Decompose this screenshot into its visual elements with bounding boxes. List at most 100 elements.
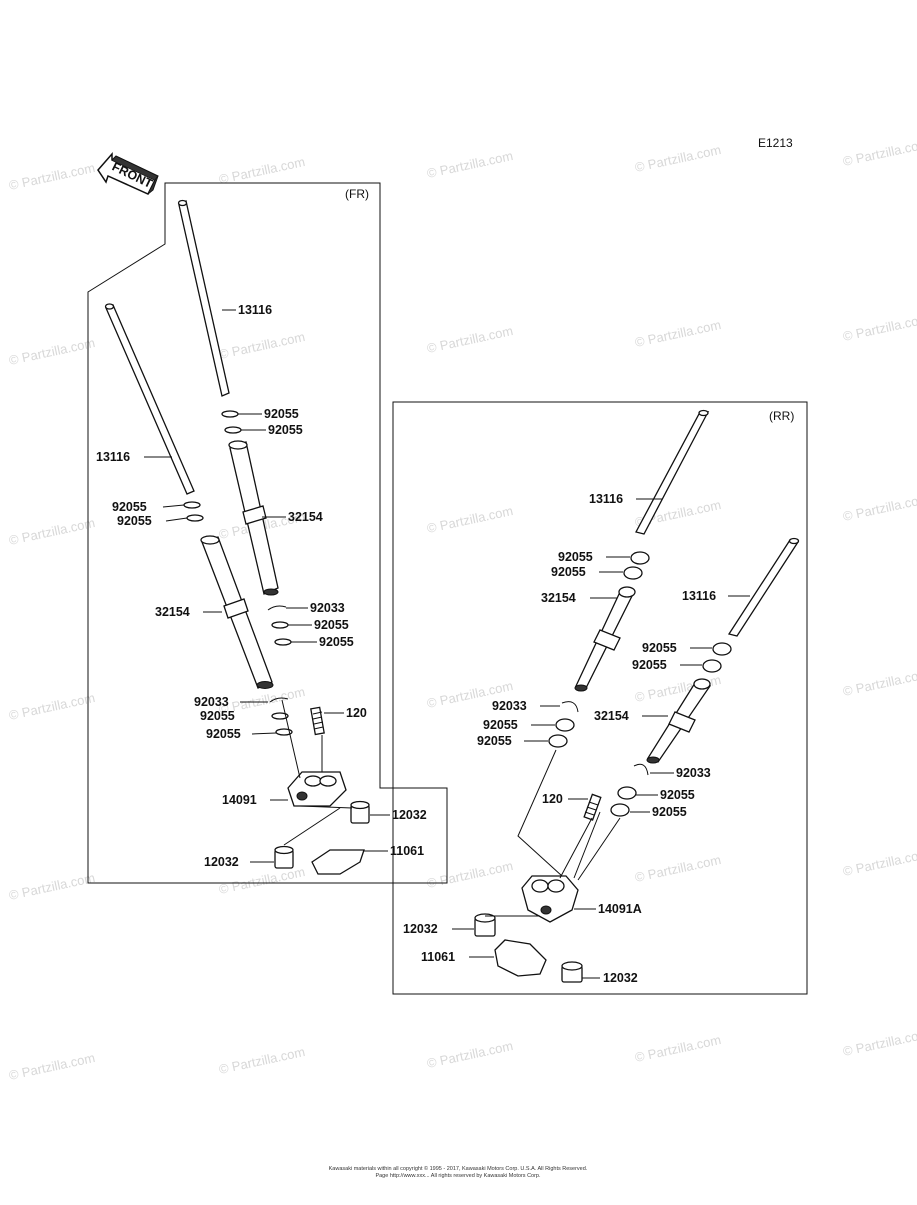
push-rod-13116-fr-a [177,199,230,397]
seal-92055-rr-8 [610,803,630,817]
rr-leader-lines [452,498,750,979]
watermark-text: © Partzilla.com [634,1032,723,1065]
seal-92055-rr-2 [623,566,643,580]
watermark-layer: © Partzilla.com © Partzilla.com © Partzill… [8,136,917,1083]
callout-fr-92033-1: 92033 [310,601,345,615]
front-arrow-icon: FRONT [97,152,159,195]
callout-rr-92055-1: 92055 [558,550,593,564]
fr-callouts: 13116 13116 92055 92055 92055 92055 3215… [96,303,427,869]
callout-rr-92055-2: 92055 [551,565,586,579]
gasket-11061-fr [311,849,365,875]
footer-copyright-line-1: Kawasaki materials within all copyright … [329,1165,588,1172]
callout-fr-92055-4: 92055 [117,514,152,528]
watermark-text: © Partzilla.com [218,1044,307,1077]
callout-rr-12032-a: 12032 [403,922,438,936]
seal-92055-fr-7 [271,712,289,720]
watermark-text: © Partzilla.com [8,870,97,903]
watermark-text: © Partzilla.com [842,1026,917,1059]
fr-section-border [87,182,448,884]
tube-32154-fr-a [228,440,279,596]
callout-rr-13116-b: 13116 [682,589,716,603]
watermark-text: © Partzilla.com [842,491,917,524]
seal-92055-rr-3 [712,642,732,656]
seal-92055-rr-1 [630,551,650,565]
tube-32154-fr-b [200,535,274,689]
watermark-text: © Partzilla.com [426,323,515,356]
callout-fr-13116-a: 13116 [238,303,272,317]
seal-92055-fr-8 [275,728,293,736]
callout-rr-120: 120 [542,792,563,806]
callout-fr-92055-3: 92055 [112,500,147,514]
seal-92055-rr-5 [555,718,575,732]
seal-92055-fr-5 [271,621,289,629]
watermark-text: © Partzilla.com [426,148,515,181]
guide-14091a-rr [521,875,579,923]
watermark-text: © Partzilla.com [634,852,723,885]
watermark-text: © Partzilla.com [218,154,307,187]
callout-fr-12032-a: 12032 [392,808,427,822]
seal-92055-rr-4 [702,659,722,673]
watermark-text: © Partzilla.com [426,858,515,891]
watermark-text: © Partzilla.com [8,515,97,548]
dowel-12032-fr-b [274,845,294,869]
circlip-92033-rr-1 [561,701,579,713]
callout-fr-92055-7: 92055 [200,709,235,723]
dowel-12032-rr-b [561,961,583,983]
callout-fr-92055-5: 92055 [314,618,349,632]
watermark-text: © Partzilla.com [842,136,917,169]
watermark-text: © Partzilla.com [8,690,97,723]
circlip-92033-fr-2 [269,697,289,703]
seal-92055-rr-7 [617,786,637,800]
seal-92055-fr-1 [221,410,239,418]
callout-fr-14091: 14091 [222,793,257,807]
callout-fr-32154-b: 32154 [155,605,190,619]
callout-rr-92055-4: 92055 [632,658,667,672]
bolt-120-rr [583,793,602,821]
callout-fr-92055-8: 92055 [206,727,241,741]
callout-fr-12032-b: 12032 [204,855,239,869]
seal-92055-rr-6 [548,734,568,748]
watermark-text: © Partzilla.com [218,329,307,362]
footer-copyright-line-2: Page http://www.xxx... All rights reserv… [375,1173,541,1179]
fr-leader-lines [144,309,390,863]
callout-fr-13116-b: 13116 [96,450,130,464]
rr-section-label: (RR) [769,409,794,423]
circlip-92033-fr-1 [267,605,287,611]
callout-fr-32154-a: 32154 [288,510,323,524]
dowel-12032-rr-a [474,913,496,937]
callout-fr-92055-1: 92055 [264,407,299,421]
bolt-120-fr [310,706,325,736]
callout-fr-120: 120 [346,706,367,720]
circlip-92033-rr-2 [633,763,649,776]
callout-rr-32154-a: 32154 [541,591,576,605]
diagram-code: E1213 [758,136,793,150]
watermark-text: © Partzilla.com [634,142,723,175]
watermark-text: © Partzilla.com [8,160,97,193]
callout-rr-92055-8: 92055 [652,805,687,819]
watermark-text: © Partzilla.com [842,846,917,879]
watermark-text: © Partzilla.com [8,1050,97,1083]
callout-rr-12032-b: 12032 [603,971,638,985]
callout-rr-14091a: 14091A [598,902,642,916]
seal-92055-fr-2 [224,426,242,434]
callout-rr-92033-2: 92033 [676,766,711,780]
seal-92055-fr-3 [183,501,201,509]
callout-rr-32154-b: 32154 [594,709,629,723]
dowel-12032-fr-a [350,800,370,824]
tube-32154-rr-b [646,678,712,764]
callout-rr-13116-a: 13116 [589,492,623,506]
watermark-text: © Partzilla.com [842,666,917,699]
watermark-text: © Partzilla.com [426,503,515,536]
tube-32154-rr-a [574,586,636,692]
callout-fr-92055-2: 92055 [268,423,303,437]
push-rod-13116-rr-a [635,409,710,535]
rr-section-border [392,401,808,995]
seal-92055-fr-6 [274,638,292,646]
gasket-11061-rr [494,939,547,977]
watermark-text: © Partzilla.com [8,335,97,368]
callout-rr-92033-1: 92033 [492,699,527,713]
seal-92055-fr-4 [186,514,204,522]
callout-rr-92055-5: 92055 [483,718,518,732]
callout-fr-11061: 11061 [390,844,424,858]
